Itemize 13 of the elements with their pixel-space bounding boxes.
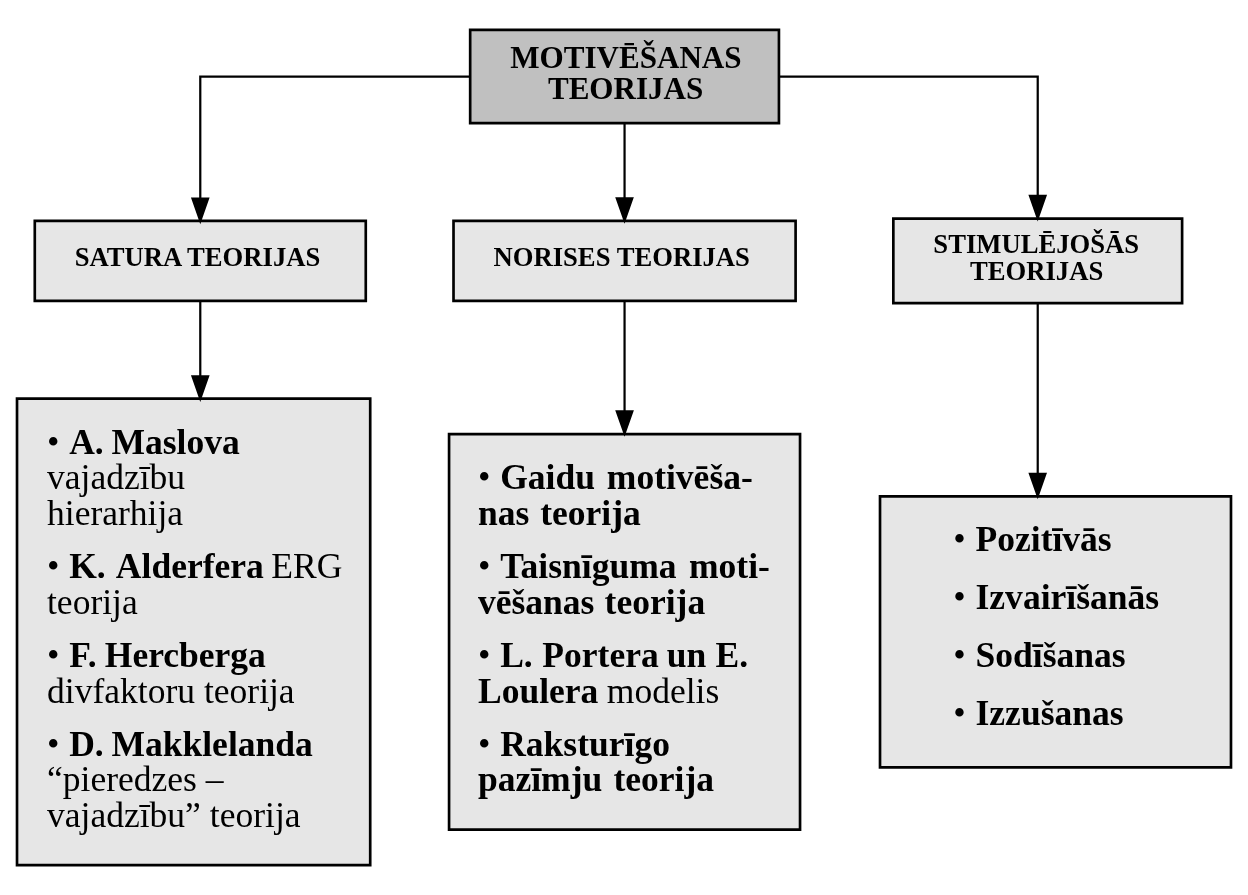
arrow [190,75,470,225]
node-box: • Gaidu motivēša- nas teorija • Taisnīguma moti- vēšanas teorija • L. Portera un E. Loulera modelis • Raksturīgo pazīmju teorija [447,432,802,831]
arrow [779,75,1048,222]
arrow [615,124,634,224]
node-box: NORISES TEORIJAS [452,219,797,303]
arrow [190,301,210,402]
arrow [1028,303,1048,500]
node-box: MOTIVĒŠANAS TEORIJAS [468,28,781,125]
node-box: SATURA TEORIJAS [33,219,368,303]
arrow [615,301,634,437]
node-box: • A. Maslova vajadzību hierarhija • K. Alderfera ERG teorija • F. Hercberga divfaktoru teorija • D. Makklelanda “pieredzes – vajadzību” teorija [15,397,372,867]
node-box: • Pozitīvās • Izvairīšanās • Sodīšanas • Izzušanas [878,495,1233,769]
node-box: STIMULĒJOŠĀS TEORIJAS [892,217,1184,305]
